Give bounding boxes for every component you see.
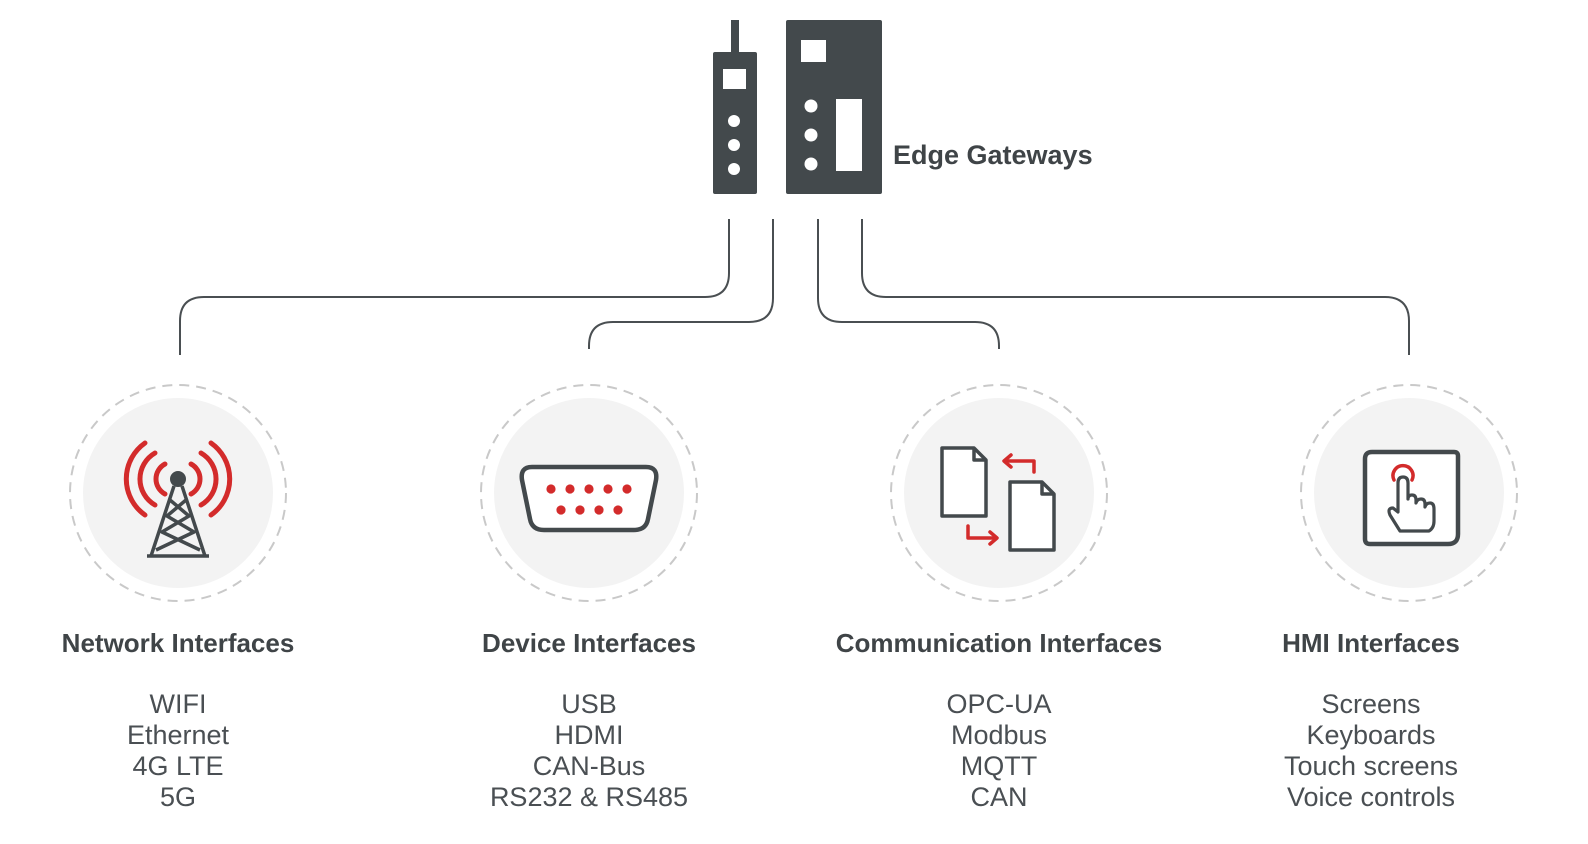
device-interfaces-column: Device Interfaces USB HDMI CAN-Bus RS232… — [379, 626, 799, 813]
communication-interfaces-list: OPC-UA Modbus MQTT CAN — [789, 689, 1209, 813]
antenna-tower-icon — [123, 440, 233, 558]
list-item: Modbus — [950, 720, 1048, 750]
circle-communication — [890, 384, 1108, 602]
list-item: Screens — [1321, 689, 1421, 719]
device-interfaces-title: Device Interfaces — [482, 628, 696, 658]
list-item: 4G LTE — [132, 751, 224, 781]
list-item: 5G — [159, 782, 197, 812]
list-item: OPC-UA — [946, 689, 1052, 719]
list-item: Keyboards — [1306, 720, 1436, 750]
list-item: CAN — [970, 782, 1028, 812]
list-item: WIFI — [149, 689, 207, 719]
serial-port-icon — [519, 464, 659, 533]
touch-screen-icon — [1362, 449, 1461, 547]
list-item: USB — [561, 689, 617, 719]
hmi-interfaces-title: HMI Interfaces — [1282, 628, 1460, 658]
network-interfaces-column: Network Interfaces WIFI Ethernet 4G LTE … — [0, 626, 388, 813]
connector-communication — [817, 219, 1000, 349]
communication-interfaces-column: Communication Interfaces OPC-UA Modbus M… — [789, 626, 1209, 813]
list-item: HDMI — [554, 720, 624, 750]
large-gateway-device — [786, 20, 882, 194]
list-item: Voice controls — [1286, 782, 1456, 812]
network-interfaces-list: WIFI Ethernet 4G LTE 5G — [0, 689, 388, 813]
circle-network — [69, 384, 287, 602]
list-item: MQTT — [960, 751, 1038, 781]
network-interfaces-title: Network Interfaces — [61, 628, 295, 658]
connector-device — [588, 219, 774, 349]
connector-hmi — [861, 219, 1410, 355]
edge-gateways-label: Edge Gateways — [893, 140, 1093, 170]
list-item: RS232 & RS485 — [489, 782, 689, 812]
connector-network — [179, 219, 730, 355]
device-interfaces-list: USB HDMI CAN-Bus RS232 & RS485 — [379, 689, 799, 813]
communication-interfaces-title: Communication Interfaces — [835, 628, 1163, 658]
connector-lines — [179, 219, 1410, 355]
edge-gateway-icon — [713, 20, 882, 194]
list-item: Touch screens — [1283, 751, 1459, 781]
gateway-antenna — [731, 20, 739, 56]
icon-circles — [69, 384, 1518, 602]
hmi-interfaces-column: HMI Interfaces Screens Keyboards Touch s… — [1161, 626, 1581, 813]
hmi-interfaces-list: Screens Keyboards Touch screens Voice co… — [1161, 689, 1581, 813]
document-exchange-icon — [940, 446, 1056, 552]
list-item: Ethernet — [126, 720, 230, 750]
list-item: CAN-Bus — [532, 751, 646, 781]
